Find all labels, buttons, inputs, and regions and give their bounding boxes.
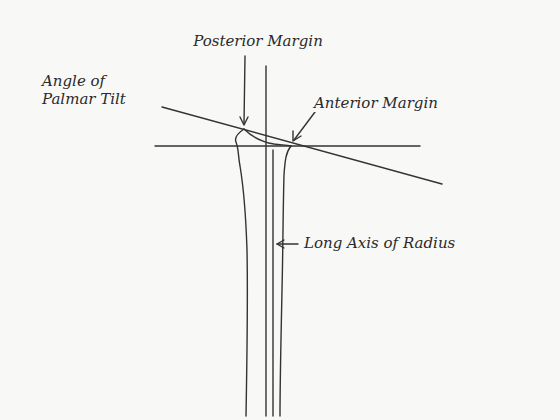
leader-line — [277, 243, 298, 244]
articular-surface — [244, 129, 291, 146]
leader-line — [294, 112, 315, 140]
arrow-head — [240, 117, 248, 125]
annotation-label: Long Axis of Radius — [302, 234, 457, 252]
radius-outline — [235, 129, 247, 416]
long-axis-line — [272, 150, 273, 416]
arrow-head — [293, 131, 301, 141]
annotation-label: Angle of Palmar Tilt — [40, 72, 148, 108]
radius-outline — [280, 146, 291, 416]
annotation-label: Anterior Margin — [312, 94, 440, 112]
annotation-label: Posterior Margin — [191, 32, 325, 50]
long-axis-line — [265, 66, 266, 416]
leader-line — [244, 56, 245, 124]
arrow-head — [277, 240, 284, 248]
